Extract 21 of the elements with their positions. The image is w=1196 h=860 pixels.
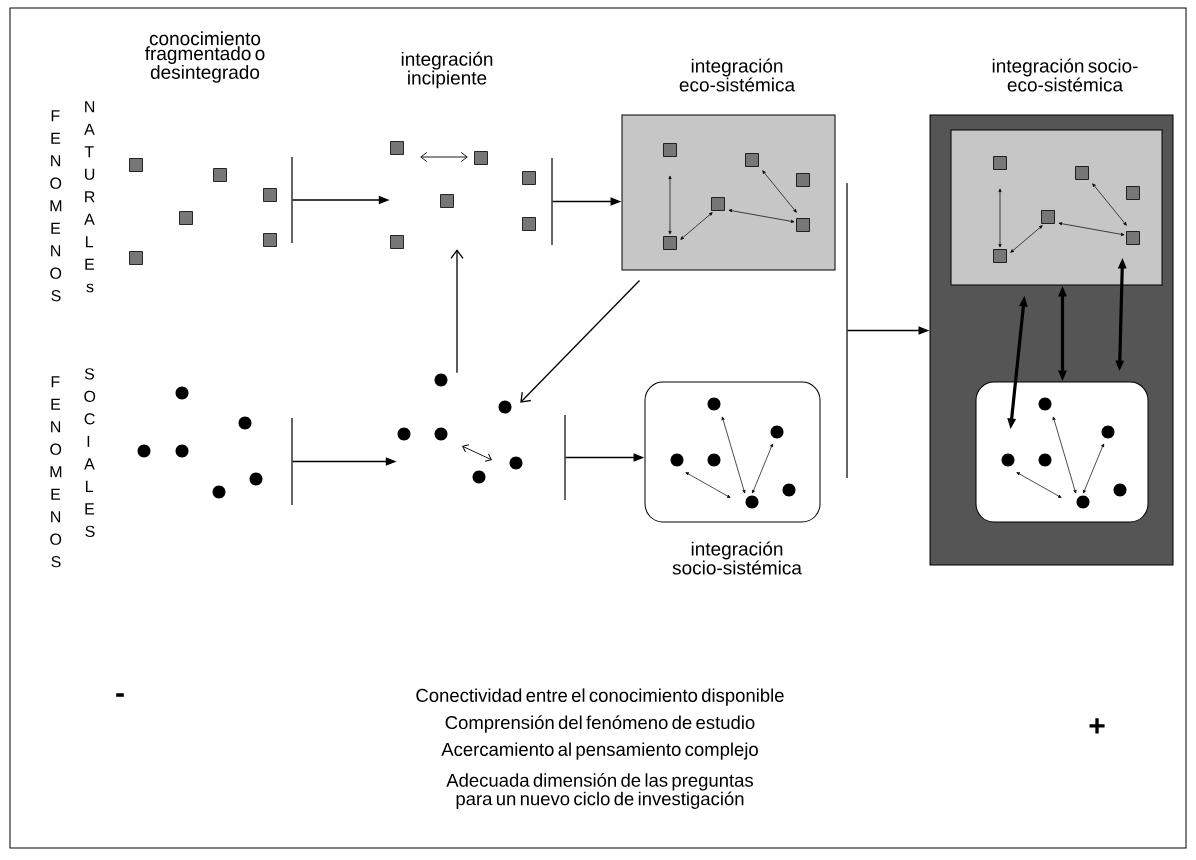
minus-sign: - [116,693,124,697]
vertical-label: NATURALEs [84,101,95,293]
column-heading: integración incipiente [401,51,493,89]
box [950,129,1163,286]
box-heading: integración eco-sistémica [679,58,796,92]
dots-drawing [397,373,523,484]
caption-line: Acercamiento al pensamiento complejo [441,742,758,760]
caption-line: Conectividad entre el conocimiento disponible [416,688,784,706]
column-heading: conocimiento fragmentado o desintegrado [145,31,265,83]
vertical-label: SOCIALES [84,368,96,538]
rounded-box [975,381,1149,523]
plus-sign: + [1089,718,1105,734]
box-heading: integración socio-eco-sistémica [992,58,1138,92]
arrow [450,249,464,374]
arrow [520,279,641,403]
caption-line: Comprensión del fenómeno de estudio [445,715,755,733]
caption-line: Adecuada dimensión de las preguntas para un nuevo ciclo de investigación [446,773,753,809]
squares-drawing [390,141,536,249]
vertical-label: FENOMENOS [50,376,62,568]
vertical-label: FENOMENOS [50,110,62,302]
box-heading: integración socio-sistémica [672,541,802,575]
